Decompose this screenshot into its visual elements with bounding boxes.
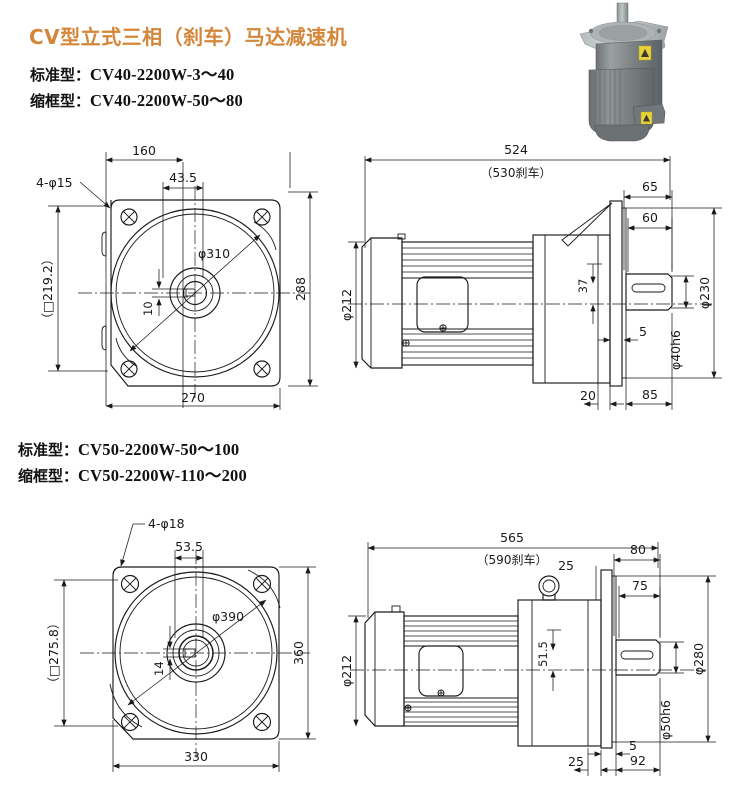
dim-330: 330 <box>184 749 208 764</box>
model-code: CV40-2200W-50～80 <box>90 91 243 110</box>
dim-phi212: φ212 <box>340 655 354 687</box>
model-list-cv40: 标准型：CV40-2200W-3～40 缩框型：CV40-2200W-50～80 <box>30 62 243 114</box>
model-label: 缩框型： <box>18 467 79 485</box>
model-label: 标准型： <box>18 441 79 459</box>
dim-4-phi18: 4-φ18 <box>148 516 185 531</box>
page-title: CV型立式三相（刹车）马达减速机 <box>29 25 348 49</box>
dim-53-5: 53.5 <box>175 539 203 554</box>
dim-phi310: φ310 <box>198 246 230 261</box>
dim-20: 20 <box>580 388 596 403</box>
dim-51-5: 51.5 <box>536 641 550 667</box>
dim-5: 5 <box>639 324 647 339</box>
dim-65: 65 <box>642 179 658 194</box>
model-code: CV40-2200W-3～40 <box>90 65 235 84</box>
dim-10: 10 <box>141 301 155 316</box>
dim-80: 80 <box>630 542 646 557</box>
dim-14: 14 <box>152 661 166 676</box>
model-list-cv50: 标准型：CV50-2200W-50～100 缩框型：CV50-2200W-110… <box>18 437 247 489</box>
dim-square-219-2: （□219.2） <box>40 253 55 326</box>
model-row: 缩框型：CV40-2200W-50～80 <box>30 88 243 114</box>
dim-75: 75 <box>632 578 648 593</box>
model-code: CV50-2200W-50～100 <box>78 440 240 459</box>
model-label: 标准型： <box>30 66 91 84</box>
dim-43-5: 43.5 <box>169 170 197 185</box>
dim-5: 5 <box>629 738 637 753</box>
model-row: 标准型：CV40-2200W-3～40 <box>30 62 243 88</box>
dim-4-phi15: 4-φ15 <box>36 175 73 190</box>
drawing-cv40-side-view: 524 （530刹车） <box>340 138 750 423</box>
note-530-brake: （530刹车） <box>481 165 552 180</box>
dim-288: 288 <box>293 277 308 301</box>
dim-25-top: 25 <box>558 558 574 573</box>
dim-270: 270 <box>181 390 205 405</box>
dim-160: 160 <box>132 143 156 158</box>
dim-92: 92 <box>630 753 646 768</box>
drawing-cv50-flange-view: 4-φ18 53.5 <box>18 508 348 790</box>
dim-square-275-8: （□275.8） <box>46 617 61 690</box>
product-photo <box>565 0 750 145</box>
dim-37: 37 <box>576 279 590 294</box>
dim-phi40h6: φ40h6 <box>668 330 683 370</box>
dim-phi212: φ212 <box>340 289 354 321</box>
dim-524: 524 <box>504 142 528 157</box>
dim-360: 360 <box>291 641 306 665</box>
dim-phi280: φ280 <box>691 643 706 675</box>
model-row: 缩框型：CV50-2200W-110～200 <box>18 463 247 489</box>
drawing-cv50-side-view: 565 （590刹车） <box>340 528 750 790</box>
dim-phi230: φ230 <box>697 277 712 309</box>
note-590-brake: （590刹车） <box>477 552 548 567</box>
bolt-hole-group <box>120 208 271 378</box>
dim-85: 85 <box>642 387 658 402</box>
model-label: 缩框型： <box>30 92 91 110</box>
dim-phi50h6: φ50h6 <box>658 700 673 740</box>
model-row: 标准型：CV50-2200W-50～100 <box>18 437 247 463</box>
dim-60: 60 <box>642 210 658 225</box>
dim-565: 565 <box>500 530 524 545</box>
model-code: CV50-2200W-110～200 <box>78 466 247 485</box>
dim-phi390: φ390 <box>212 609 244 624</box>
dim-25-bottom: 25 <box>568 754 584 769</box>
bolt-hole-group <box>120 574 272 732</box>
drawing-cv40-flange-view: 160 43.5 4-φ15 <box>18 138 348 423</box>
